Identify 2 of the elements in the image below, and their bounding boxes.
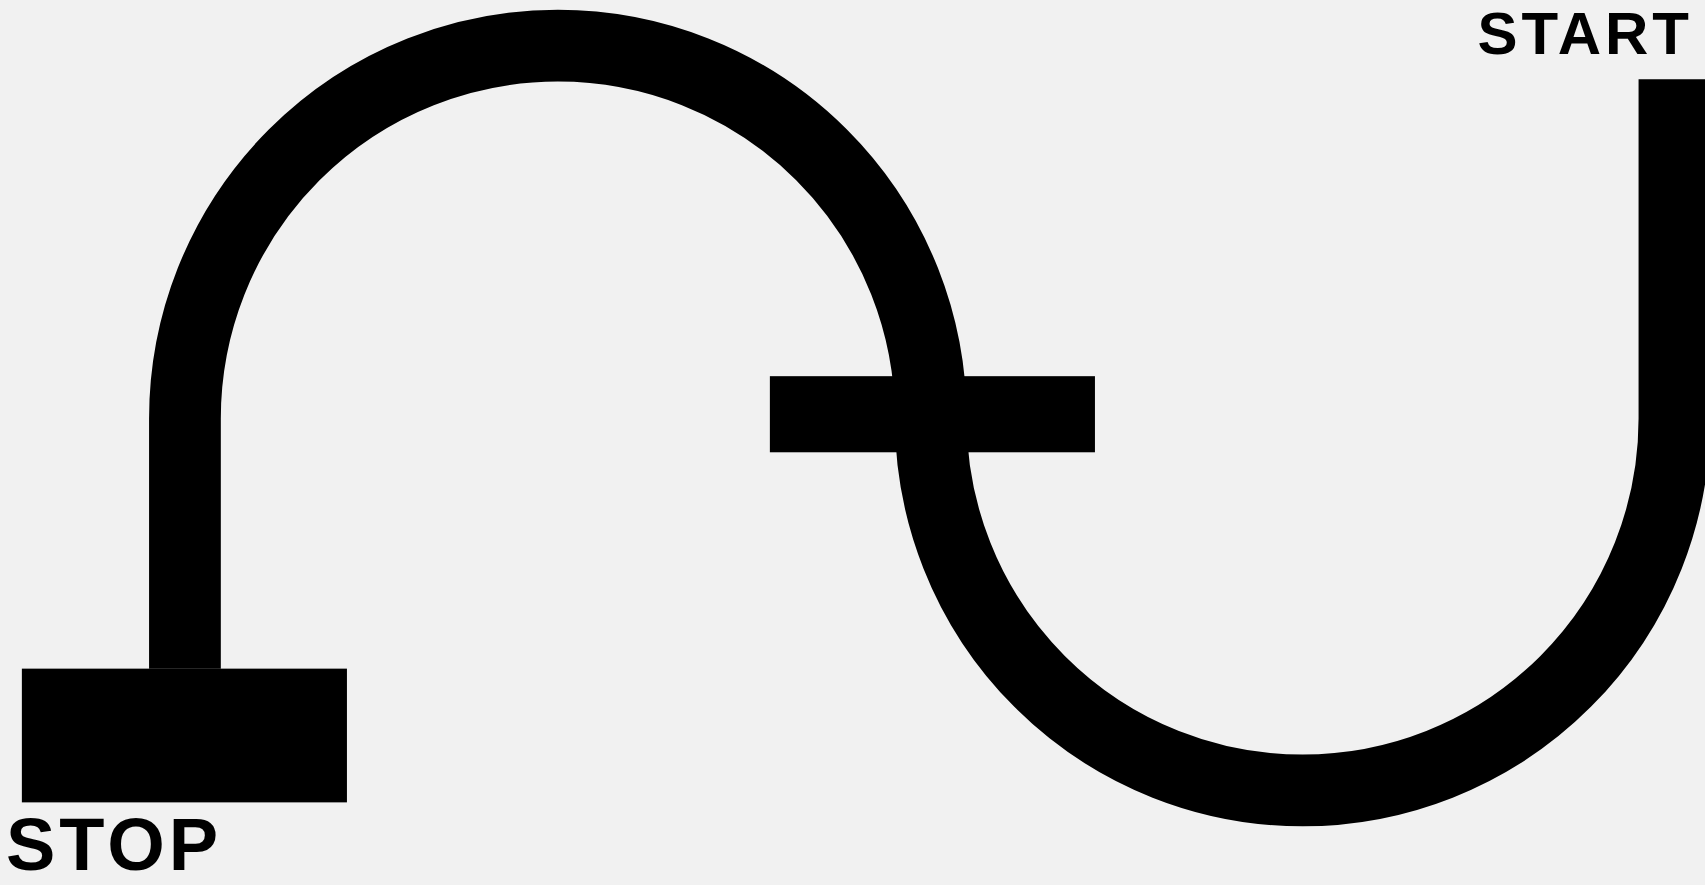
- label-text: STOP: [6, 808, 223, 882]
- label-text: START: [1477, 4, 1693, 64]
